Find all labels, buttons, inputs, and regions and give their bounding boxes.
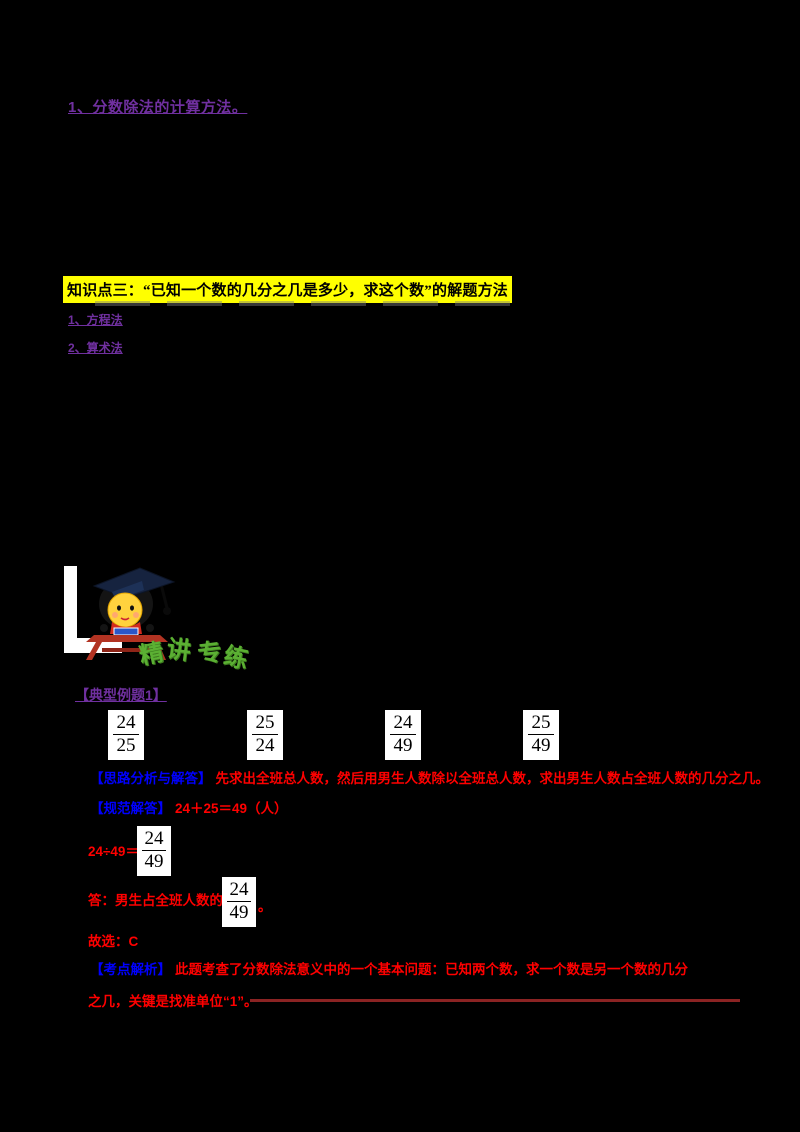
method-link-equation[interactable]: 1、方程法: [68, 313, 123, 327]
fill-in-blank-rule: [250, 999, 740, 1002]
answer-fraction: 24 49: [222, 877, 256, 927]
comment-text-2: 之几，关键是找准单位“1”。: [88, 994, 258, 1009]
analysis-line: 【思路分析与解答】 先求出全班总人数，然后用男生人数除以全班总人数，求出男生人数…: [90, 767, 769, 787]
comment-label: 【考点解析】: [90, 962, 171, 977]
option-fraction-c: 24 49: [385, 710, 421, 760]
fraction-denominator: 24: [255, 734, 275, 756]
fraction-denominator: 49: [229, 901, 249, 923]
study-kid-illustration: [86, 567, 176, 660]
analysis-label: 【思路分析与解答】: [90, 771, 212, 786]
solution-formula: 24＋25＝49（人）: [175, 801, 288, 816]
analysis-text: 先求出全班总人数，然后用男生人数除以全班总人数，求出男生人数占全班人数的几分之几…: [215, 771, 770, 786]
method-link-arithmetic[interactable]: 2、算术法: [68, 341, 123, 355]
badge-char-2: 讲: [165, 635, 194, 666]
fraction-numerator: 24: [390, 713, 416, 735]
option-fraction-a: 24 25: [108, 710, 144, 760]
option-fraction-d: 25 49: [523, 710, 559, 760]
option-fraction-b: 25 24: [247, 710, 283, 760]
example-title: 【典型例题1】: [75, 687, 167, 703]
unit-heading: 1、分数除法的计算方法。: [68, 99, 248, 116]
white-background-strip: [64, 566, 77, 652]
calc-prefix: 24÷49＝: [88, 844, 139, 859]
knowledge-point-banner: 知识点三：“已知一个数的几分之几是多少，求这个数”的解题方法: [63, 276, 513, 303]
fraction-numerator: 24: [113, 713, 139, 735]
answer-prefix: 答：男生占全班人数的: [88, 893, 223, 908]
fraction-denominator: 49: [144, 850, 164, 872]
banner-shadow-artifact: [95, 301, 515, 306]
section-badge: 精 讲 专 练: [137, 630, 252, 675]
solution-label: 【规范解答】: [90, 801, 171, 816]
choice-line: 故选：C: [88, 934, 139, 949]
fraction-numerator: 25: [252, 713, 278, 735]
answer-suffix: 。: [258, 899, 272, 914]
solution-line: 【规范解答】 24＋25＝49（人）: [90, 797, 288, 817]
calc-fraction: 24 49: [137, 826, 171, 876]
fraction-denominator: 49: [393, 734, 413, 756]
comment-line-1: 【考点解析】 此题考查了分数除法意义中的一个基本问题：已知两个数，求一个数是另一…: [90, 958, 688, 978]
fraction-numerator: 24: [142, 829, 166, 851]
badge-char-3: 专: [196, 638, 225, 669]
fraction-numerator: 24: [227, 880, 251, 902]
badge-char-1: 精: [136, 638, 167, 671]
comment-text-1: 此题考查了分数除法意义中的一个基本问题：已知两个数，求一个数是另一个数的几分: [175, 962, 688, 977]
fraction-numerator: 25: [528, 713, 554, 735]
fraction-denominator: 25: [116, 734, 136, 756]
fraction-denominator: 49: [531, 734, 551, 756]
badge-char-4: 练: [221, 642, 252, 675]
